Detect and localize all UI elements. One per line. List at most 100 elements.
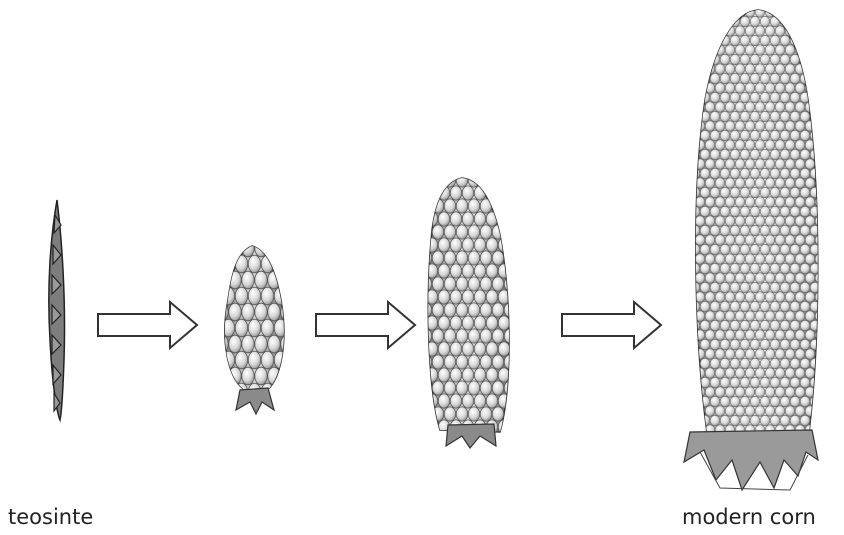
kernel [720, 187, 730, 197]
kernel [725, 330, 735, 340]
kernel [745, 292, 755, 302]
kernel [216, 335, 228, 353]
kernel [735, 26, 745, 36]
arrow-3-icon [562, 302, 661, 348]
kernel [825, 121, 835, 131]
kernel [710, 358, 720, 368]
kernel [740, 358, 750, 368]
kernel [820, 149, 830, 159]
kernel [480, 303, 492, 317]
kernel [815, 273, 825, 283]
kernel [795, 197, 805, 207]
kernel [725, 311, 735, 321]
kernel [775, 7, 785, 17]
kernel [414, 186, 426, 200]
kernel [414, 238, 426, 252]
kernel [432, 199, 444, 213]
kernel [745, 387, 755, 397]
kernel [715, 311, 725, 321]
kernel [770, 206, 780, 216]
kernel [810, 187, 820, 197]
kernel [800, 168, 810, 178]
kernel [720, 244, 730, 254]
kernel [815, 159, 825, 169]
kernel [710, 263, 720, 273]
kernel [468, 199, 480, 213]
kernel [438, 342, 450, 356]
kernel [420, 277, 432, 291]
kernel [760, 130, 770, 140]
kernel [810, 16, 820, 26]
kernel [750, 149, 760, 159]
kernel [203, 303, 215, 321]
kernel [770, 396, 780, 406]
kernel [414, 290, 426, 304]
kernel [765, 45, 775, 55]
kernel [480, 225, 492, 239]
kernel [486, 264, 498, 278]
kernel [408, 303, 420, 317]
kernel [426, 342, 438, 356]
kernel [680, 415, 690, 425]
kernel [462, 368, 474, 382]
kernel [492, 225, 504, 239]
kernel [755, 292, 765, 302]
kernel [720, 168, 730, 178]
kernel [705, 235, 715, 245]
kernel [800, 339, 810, 349]
kernel [810, 130, 820, 140]
kernel [740, 396, 750, 406]
kernel [456, 277, 468, 291]
kernel [690, 54, 700, 64]
kernel [730, 73, 740, 83]
kernel [720, 320, 730, 330]
kernel [690, 73, 700, 83]
modern-corn-label: modern corn [682, 505, 816, 529]
kernel [730, 54, 740, 64]
kernel [510, 316, 522, 330]
kernel [408, 381, 420, 395]
kernel [710, 149, 720, 159]
kernel [765, 387, 775, 397]
kernel [735, 330, 745, 340]
kernel [730, 396, 740, 406]
kernel [740, 149, 750, 159]
kernel [216, 239, 228, 257]
kernel [229, 303, 241, 321]
kernel [720, 415, 730, 425]
kernel [765, 273, 775, 283]
kernel [229, 271, 241, 289]
kernel [810, 92, 820, 102]
kernel [725, 178, 735, 188]
kernel [705, 387, 715, 397]
kernel [510, 420, 522, 434]
kernel [510, 186, 522, 200]
kernel [760, 320, 770, 330]
kernel [825, 216, 835, 226]
kernel [675, 159, 685, 169]
kernel [750, 301, 760, 311]
kernel [209, 351, 221, 369]
kernel [735, 368, 745, 378]
kernel [815, 425, 825, 435]
kernel [755, 235, 765, 245]
kernel [820, 434, 830, 444]
kernel [760, 168, 770, 178]
kernel [438, 290, 450, 304]
kernel [735, 197, 745, 207]
kernel [775, 368, 785, 378]
kernel [414, 394, 426, 408]
kernel [800, 263, 810, 273]
kernel [680, 377, 690, 387]
kernel [800, 16, 810, 26]
kernel [268, 239, 280, 257]
kernel [222, 255, 234, 273]
kernel [504, 251, 516, 265]
kernel [800, 301, 810, 311]
kernel [720, 111, 730, 121]
kernel [498, 186, 510, 200]
kernel [680, 92, 690, 102]
kernel [745, 26, 755, 36]
kernel [735, 292, 745, 302]
kernel [486, 186, 498, 200]
